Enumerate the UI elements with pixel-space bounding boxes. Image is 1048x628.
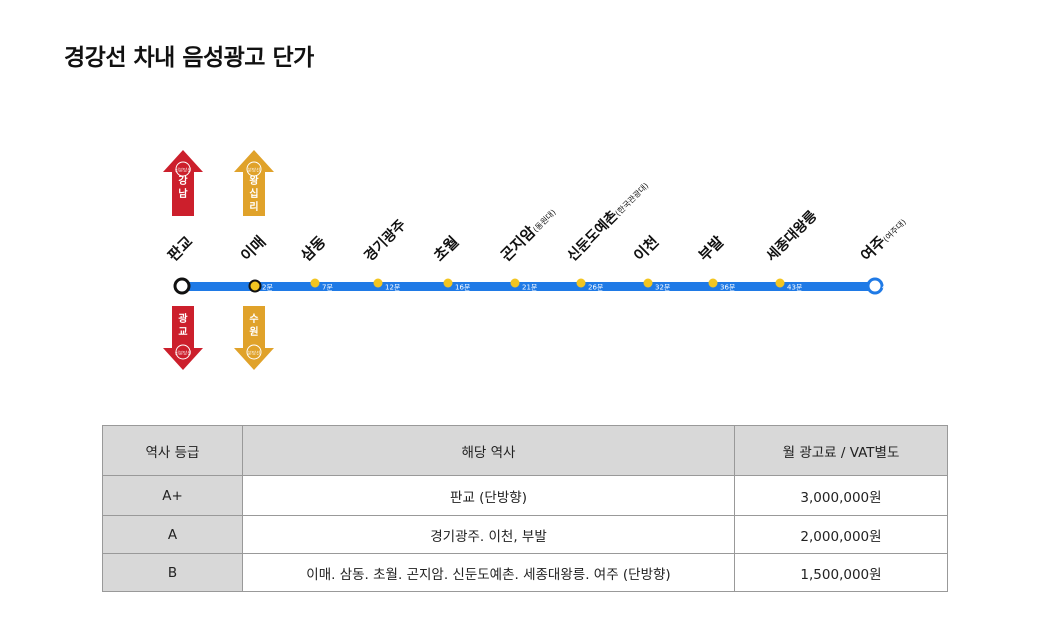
line-track [180,282,878,291]
station: 48분 여주(여주대) [857,213,909,295]
table-row: A 경기광주. 이천, 부발 2,000,000원 [102,515,948,554]
transfer-arrow: 분당선 수원 [234,306,274,370]
page-title: 경강선 차내 음성광고 단가 [64,45,314,71]
connector-label: 십 [249,187,258,200]
station-marker [708,278,718,288]
station-note: (여주대) [881,217,908,244]
connector-label: 리 [249,200,258,213]
station-name: 부발 [695,232,727,264]
connector-label: 광 [178,313,188,325]
connector-label: 왕 [249,174,259,187]
price-cell: 2,000,000원 [734,515,948,554]
travel-time: 16분 [455,284,471,292]
grade-cell: A [102,515,243,554]
price-cell: 1,500,000원 [734,553,948,592]
table-row: A+ 판교 (단방향) 3,000,000원 [102,475,948,516]
station-name: 삼동 [297,232,329,264]
station-note: (동원대) [531,208,557,234]
connector-label: 교 [178,326,187,338]
svg-text:분당선: 분당선 [248,167,260,174]
station-marker [775,278,785,288]
travel-time: 7분 [322,284,333,292]
terminal-station-marker [866,277,884,295]
station-note: (한국관광대) [613,180,651,218]
station-name: 곤지암(동원대) [497,203,559,265]
stations-cell: 판교 (단방향) [242,475,735,516]
travel-time: 36분 [720,284,736,292]
station-name: 이천 [630,233,662,265]
line-badge-icon [175,161,191,177]
stations-cell: 경기광주. 이천, 부발 [242,515,735,554]
station-name: 여주(여주대) [857,213,909,265]
station: 43분 세종대왕릉 [764,208,821,292]
grade-cell: A+ [102,475,243,516]
header-stations: 해당 역사 [242,425,735,476]
station-marker [310,278,320,288]
connector-label: 강 [178,174,188,187]
station-marker [643,278,653,288]
svg-text:신분당선: 신분당선 [175,167,192,174]
transfer-arrow: 신분당선 광교 [163,306,203,370]
svg-text:분당선: 분당선 [248,350,260,357]
stations-cell: 이매. 삼동. 초월. 곤지암. 신둔도예촌. 세종대왕릉. 여주 (단방향) [242,553,735,592]
header-grade: 역사 등급 [102,425,243,476]
station-marker [576,278,586,288]
station-marker [443,278,453,288]
travel-time: 48분 [882,284,898,292]
table-header-row: 역사 등급 해당 역사 월 광고료 / VAT별도 [102,425,948,476]
station: 12분 경기광주 [361,216,410,291]
grade-cell: B [102,553,243,592]
transfer-station-marker [173,277,191,295]
line-badge-icon [246,344,262,360]
travel-time: 2분 [262,284,273,292]
travel-time: 26분 [588,284,604,292]
connector-label: 원 [249,325,258,338]
station-marker [510,278,520,288]
connector-label: 남 [178,187,188,200]
station-name: 이매 [237,233,269,265]
travel-time: 12분 [385,284,401,292]
station: 21분 곤지암(동원대) [497,203,559,292]
svg-text:신분당선: 신분당선 [175,350,192,357]
station-marker [373,278,383,288]
line-badge-icon [175,344,191,360]
travel-time: 32분 [655,284,671,292]
transfer-station-marker [248,279,262,293]
table-row: B 이매. 삼동. 초월. 곤지암. 신둔도예촌. 세종대왕릉. 여주 (단방향… [102,553,948,592]
line-badge-icon [246,161,262,177]
price-cell: 3,000,000원 [734,475,948,516]
station-name: 세종대왕릉 [764,208,821,265]
station-name: 판교 [164,232,196,264]
travel-time: 21분 [522,284,538,292]
connector-label: 수 [249,313,258,325]
station-name: 초월 [430,233,462,265]
station-name: 경기광주 [361,216,410,265]
travel-time: 43분 [787,284,803,292]
header-price: 월 광고료 / VAT별도 [734,425,948,476]
price-table: 역사 등급 해당 역사 월 광고료 / VAT별도 A+ 판교 (단방향) 3,… [102,425,948,592]
